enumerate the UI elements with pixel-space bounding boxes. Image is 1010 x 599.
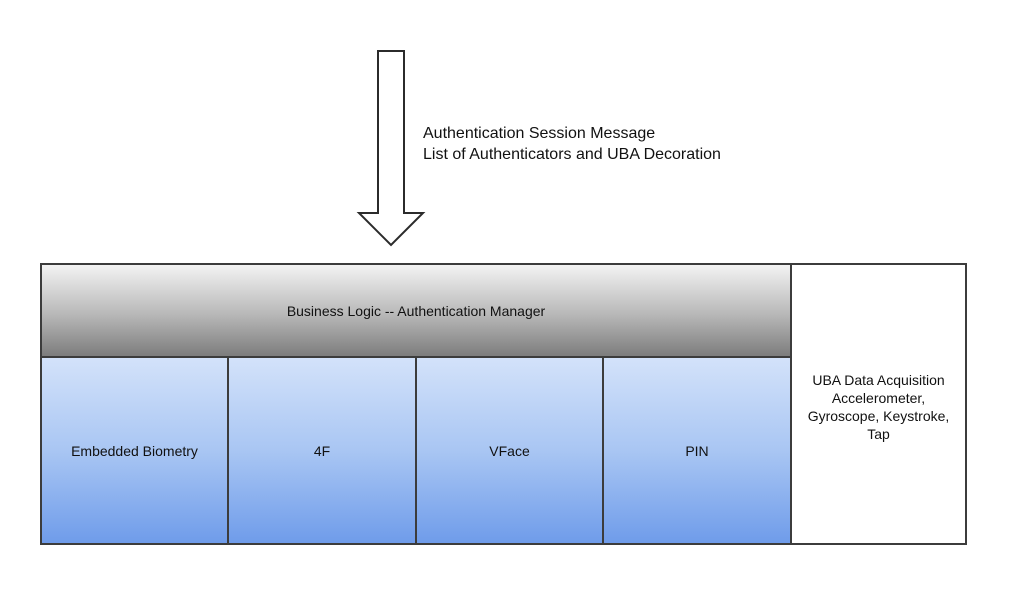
authentication-manager-label: Business Logic -- Authentication Manager — [286, 302, 546, 319]
uba-line: Accelerometer, — [831, 390, 926, 406]
uba-line: Gyroscope, Keystroke, — [807, 408, 950, 424]
arrow-label-line: Authentication Session Message — [423, 125, 656, 142]
authenticator-label: 4F — [313, 442, 331, 459]
uba-line: Tap — [867, 426, 890, 442]
uba-data-acquisition-box: UBA Data Acquisition Accelerometer, Gyro… — [790, 263, 967, 545]
authenticator-label: Embedded Biometry — [71, 442, 198, 459]
uba-text: UBA Data Acquisition Accelerometer, Gyro… — [808, 371, 950, 443]
authentication-manager-box: Business Logic -- Authentication Manager — [40, 263, 792, 358]
arrow-label-line: List of Authenticators and UBA Decoratio… — [423, 146, 721, 163]
authenticator-4f-box: 4F — [227, 356, 417, 545]
authenticator-label: VFace — [489, 442, 530, 459]
authenticator-embedded-biometry-box: Embedded Biometry — [40, 356, 229, 545]
authenticator-vface-box: VFace — [415, 356, 604, 545]
arrow-label: Authentication Session Message List of A… — [423, 123, 721, 165]
authenticator-label: PIN — [685, 442, 709, 459]
uba-line: UBA Data Acquisition — [812, 372, 945, 388]
authenticator-pin-box: PIN — [602, 356, 792, 545]
